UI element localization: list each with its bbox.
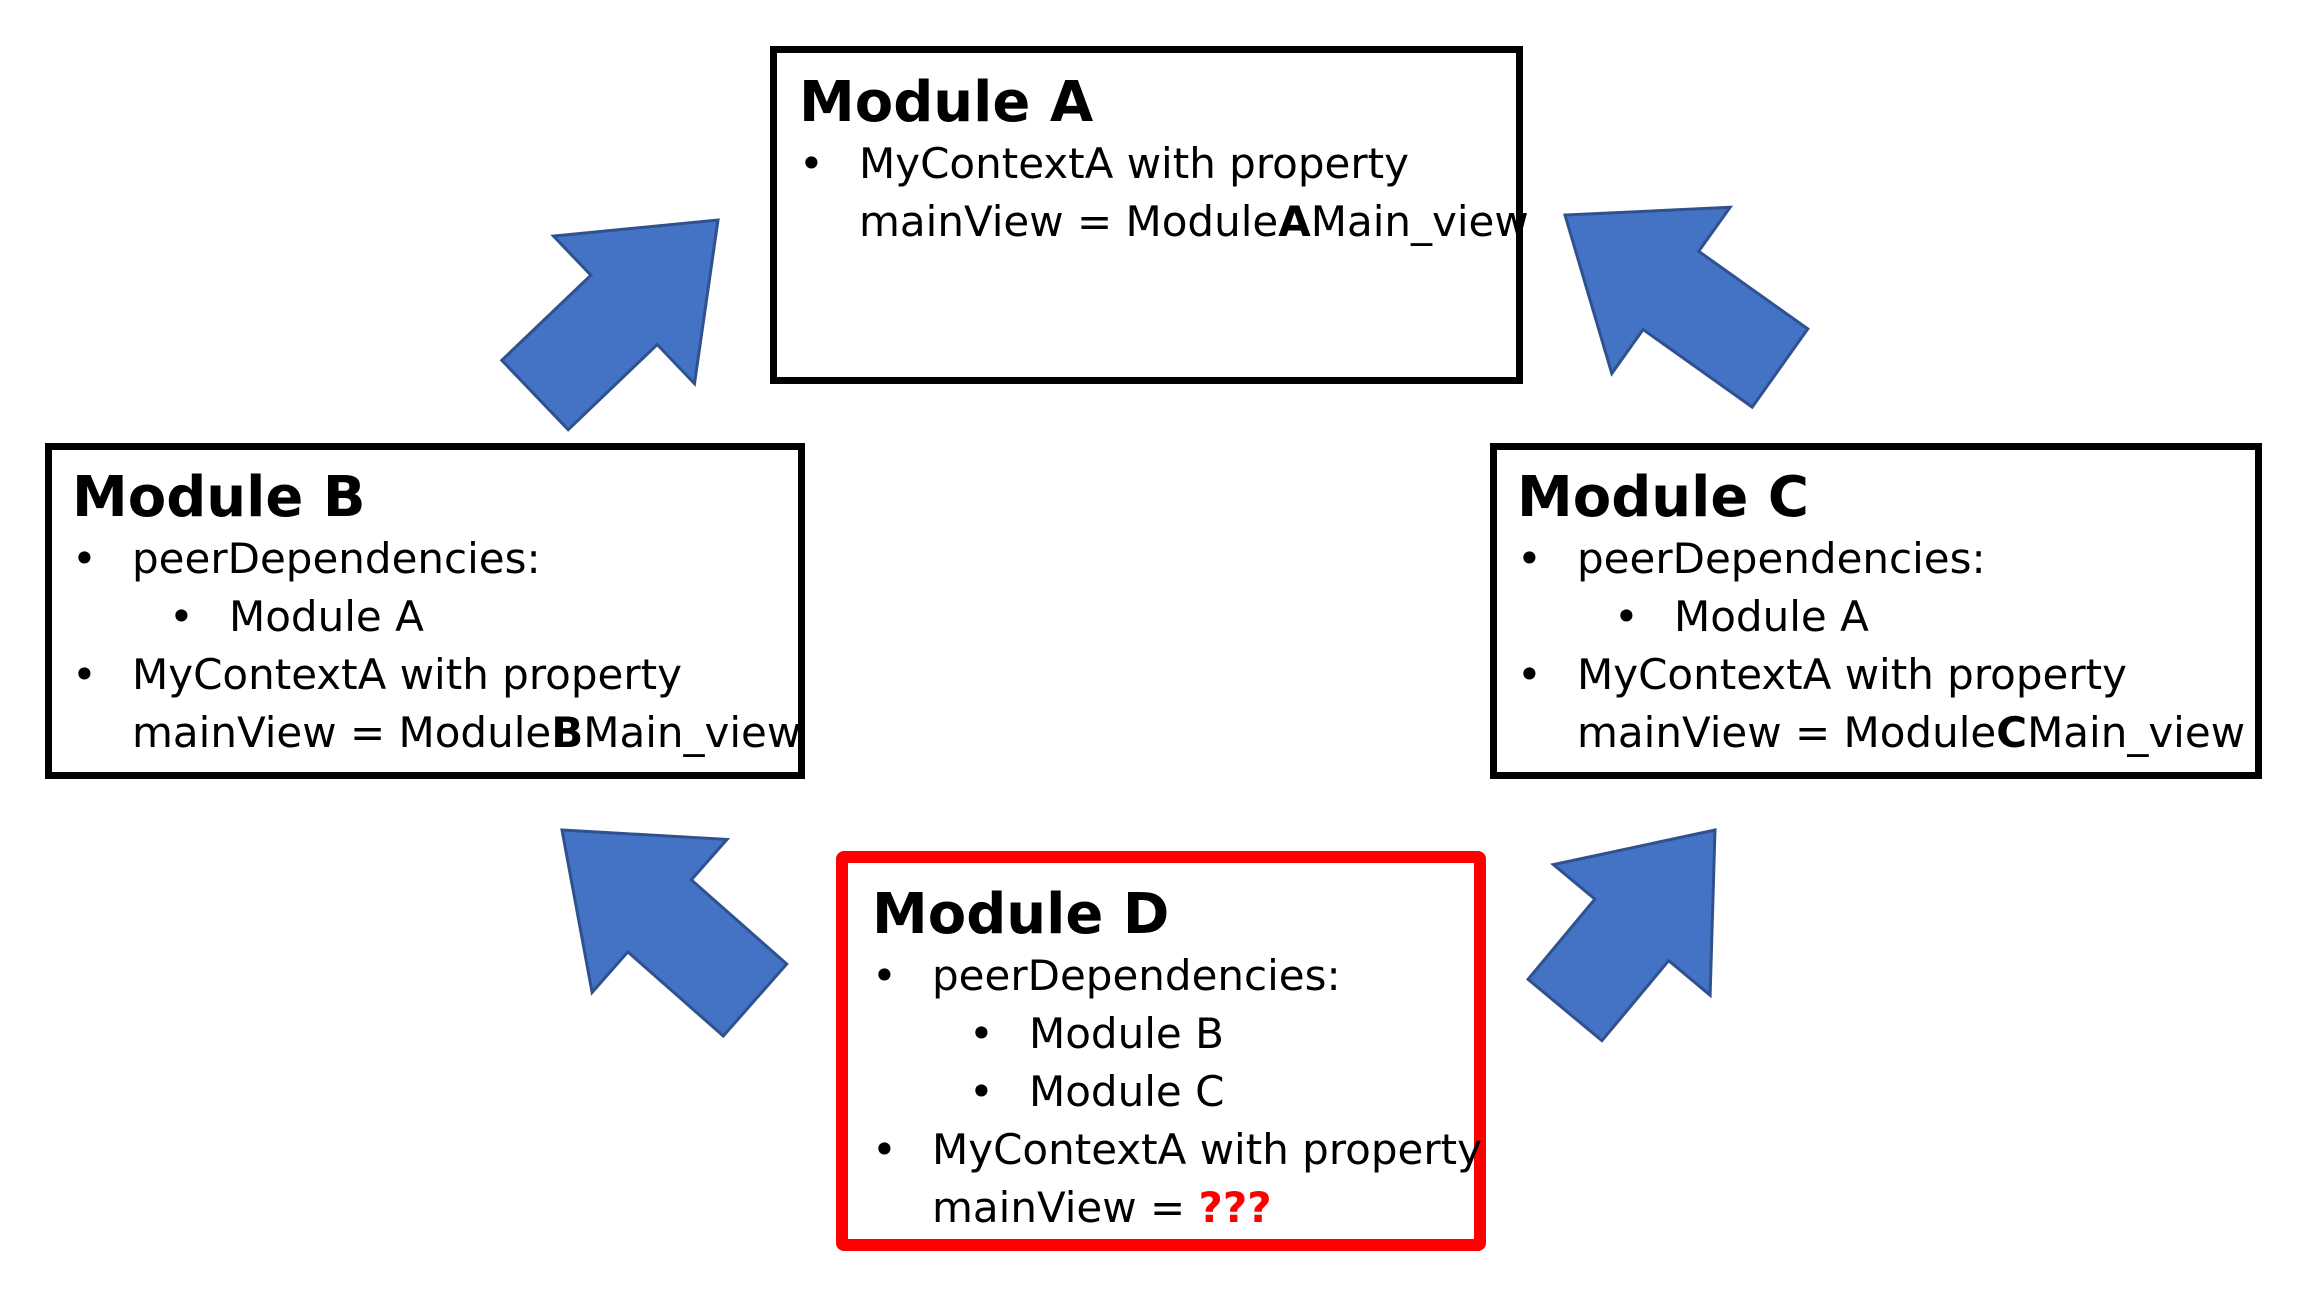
bullet-icon: • [872, 951, 897, 1000]
module-c-peer-item: Module A [1674, 592, 1869, 641]
module-d-peer-label: peerDependencies: [932, 951, 1341, 1000]
bullet-icon: • [872, 1125, 897, 1174]
module-b-context-line: MyContextA with property [132, 650, 682, 699]
module-d-title: Module D [872, 882, 1170, 947]
module-c-mainview-line: mainView = ModuleCMain_view [1577, 708, 2246, 757]
module-b-peer-label: peerDependencies: [132, 534, 541, 583]
arrow-c-to-a [1563, 205, 1810, 410]
bullet-icon: • [799, 139, 824, 188]
module-d-box: Module D • peerDependencies: • Module B … [836, 851, 1486, 1251]
module-a-mainview-letter: A [1278, 197, 1311, 246]
bullet-icon: • [1517, 534, 1542, 583]
arrow-d-to-b [560, 828, 789, 1039]
module-a-title: Module A [799, 70, 1094, 135]
module-d-mainview-line: mainView = ??? [932, 1183, 1272, 1232]
module-d-peer-item-b: Module B [1029, 1009, 1224, 1058]
module-d-peer-item-c: Module C [1029, 1067, 1225, 1116]
arrow-d-to-c [1525, 828, 1717, 1043]
arrow-b-to-a [499, 218, 720, 432]
module-b-mainview-letter: B [551, 708, 584, 757]
bullet-icon: • [169, 592, 194, 641]
bullet-icon: • [969, 1067, 994, 1116]
module-a-context-line: MyContextA with property [859, 139, 1409, 188]
module-c-box: Module C • peerDependencies: • Module A … [1490, 443, 2262, 779]
bullet-icon: • [72, 650, 97, 699]
bullet-icon: • [1614, 592, 1639, 641]
bullet-icon: • [969, 1009, 994, 1058]
module-a-box: Module A • MyContextA with property main… [770, 46, 1529, 384]
module-d-context-line: MyContextA with property [932, 1125, 1482, 1174]
module-a-mainview-line: mainView = ModuleAMain_view [859, 197, 1529, 246]
module-d-unknown-value: ??? [1198, 1183, 1272, 1232]
module-c-peer-label: peerDependencies: [1577, 534, 1986, 583]
module-b-peer-item: Module A [229, 592, 424, 641]
module-b-mainview-line: mainView = ModuleBMain_view [132, 708, 802, 757]
module-c-title: Module C [1517, 465, 1809, 530]
bullet-icon: • [1517, 650, 1542, 699]
bullet-icon: • [72, 534, 97, 583]
module-c-mainview-letter: C [1996, 708, 2028, 757]
module-b-title: Module B [72, 465, 366, 530]
module-c-context-line: MyContextA with property [1577, 650, 2127, 699]
module-b-box: Module B • peerDependencies: • Module A … [45, 443, 805, 779]
